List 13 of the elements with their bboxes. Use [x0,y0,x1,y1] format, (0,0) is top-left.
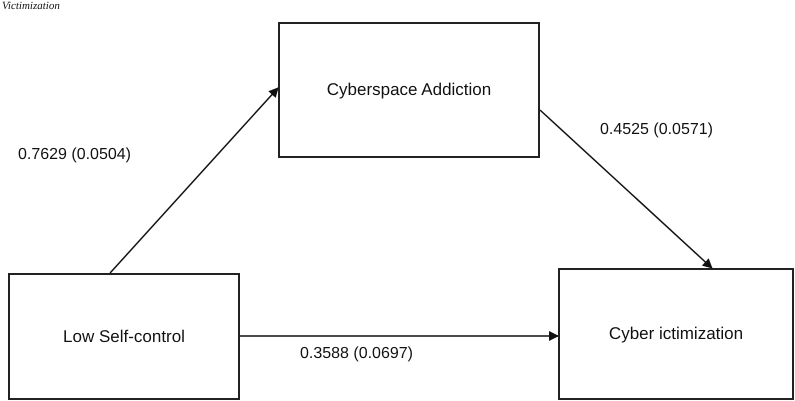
edge-label: 0.4525 (0.0571) [600,121,713,139]
variable-label: Cyber ictimization [608,324,744,344]
variable-box [278,22,540,158]
variable-label: Cyberspace Addiction [326,80,492,100]
edge-label: 0.3588 (0.0697) [300,345,413,363]
arrow [540,109,713,269]
variable-label: Low Self-control [63,326,185,346]
edge-label: 0.7629 (0.0504) [18,146,131,164]
arrow [240,330,559,341]
arrow [110,87,279,274]
heading-text: Victimization [2,0,60,12]
variable-box [8,273,240,400]
variable-box [558,268,794,400]
